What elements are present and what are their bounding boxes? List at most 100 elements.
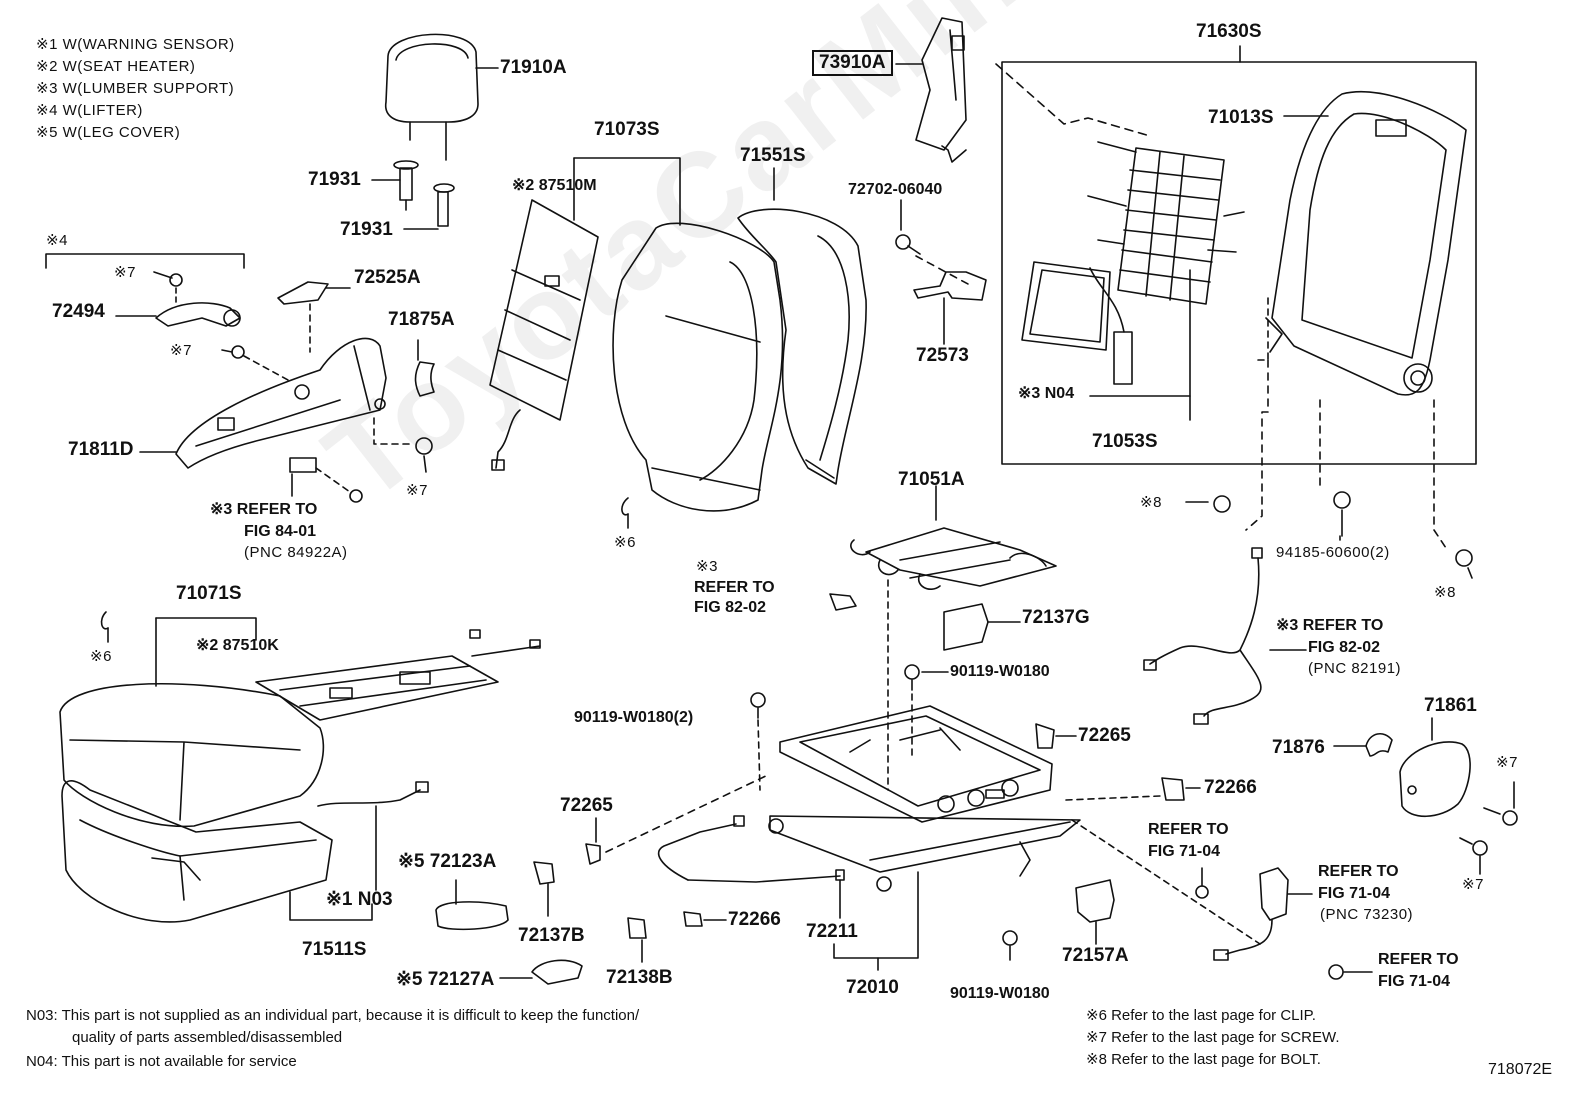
part-label-71931: 71931 [308, 169, 361, 190]
refer-label: ※3 REFER TO [1276, 617, 1384, 634]
part-label-71931: 71931 [340, 219, 393, 240]
note-marker-8: ※8 [1140, 494, 1162, 511]
cushion-springs-drawing [829, 485, 1057, 611]
part-label-72010: 72010 [846, 977, 899, 998]
part-label-72123A: ※5 72123A [398, 851, 497, 872]
footnote-clip: ※6 Refer to the last page for CLIP. [1086, 1007, 1316, 1024]
refer-label: ※3 [696, 558, 718, 575]
part-label-87510M: ※2 87510M [512, 177, 597, 194]
headrest-drawing [384, 33, 499, 161]
leg-covers-drawing [435, 879, 583, 985]
note-marker-6: ※6 [90, 648, 112, 665]
part-label-87510K: ※2 87510K [196, 637, 279, 654]
part-label-N03: ※1 N03 [326, 889, 393, 910]
refer-label: REFER TO [1378, 951, 1459, 968]
part-label-72138B: 72138B [606, 967, 673, 988]
refer-label: REFER TO [694, 579, 775, 596]
cover-72157A-drawing [1075, 879, 1115, 945]
track-bolts-drawing [750, 692, 1261, 961]
part-label-72702-06040: 72702-06040 [848, 181, 943, 198]
legend-item: ※3 W(LUMBER SUPPORT) [36, 80, 235, 97]
legend-item: ※2 W(SEAT HEATER) [36, 58, 196, 75]
clips-drawing [100, 497, 629, 643]
refer-label: (PNC 82191) [1308, 660, 1402, 677]
refer-label: FIG 71-04 [1148, 843, 1221, 860]
part-label-71551S: 71551S [740, 145, 806, 166]
note-marker-6: ※6 [614, 534, 636, 551]
note-marker-7: ※7 [170, 342, 192, 359]
part-label-72494: 72494 [52, 301, 105, 322]
part-label-72266: 72266 [1204, 777, 1257, 798]
part-label-N04: ※3 N04 [1018, 385, 1075, 402]
part-label-71071S: 71071S [176, 583, 242, 604]
part-label-90119-W0180: 90119-W0180 [950, 985, 1050, 1002]
part-label-94185-60600: 94185-60600(2) [1276, 544, 1390, 561]
release-cable-drawing [657, 815, 845, 927]
part-label-72211: 72211 [806, 921, 858, 942]
refer-label: REFER TO [1148, 821, 1229, 838]
refer-label: FIG 82-02 [694, 599, 767, 616]
part-label-72157A: 72157A [1062, 945, 1129, 966]
refer-label: ※3 REFER TO [210, 501, 318, 518]
part-label-72137G: 72137G [1022, 607, 1090, 628]
part-label-71910A: 71910A [500, 57, 567, 78]
refer-label: FIG 71-04 [1378, 973, 1451, 990]
side-airbag-drawing [895, 17, 967, 163]
part-label-90119-W0180-2: 90119-W0180(2) [574, 709, 694, 726]
footnote-N04: N04: This part is not available for serv… [26, 1053, 297, 1070]
small-brackets-left-drawing [533, 773, 771, 963]
figure-id: 718072E [1488, 1061, 1553, 1078]
part-label-71511S: 71511S [302, 939, 367, 960]
right-side-parts-drawing [1195, 717, 1518, 980]
part-label-71876: 71876 [1272, 737, 1325, 758]
seat-cushion-drawing [59, 617, 541, 923]
seat-back-cover-drawing [612, 222, 784, 512]
legend-item: ※4 W(LIFTER) [36, 102, 143, 119]
part-label-71051A: 71051A [898, 469, 965, 490]
bracket-72137G-drawing [887, 579, 1021, 791]
lifter-group-drawing [45, 253, 351, 381]
part-label-72265: 72265 [1078, 725, 1131, 746]
footnote-bolt: ※8 Refer to the last page for BOLT. [1086, 1051, 1321, 1068]
part-label-90119-W0180: 90119-W0180 [950, 663, 1050, 680]
part-label-73910A: 73910A [812, 50, 893, 76]
part-label-72573: 72573 [916, 345, 969, 366]
frame-leader-lines [1245, 359, 1447, 549]
legend-item: ※5 W(LEG COVER) [36, 124, 181, 141]
footnote-N03-continued: quality of parts assembled/disassembled [72, 1029, 343, 1046]
note-marker-7: ※7 [114, 264, 136, 281]
refer-label: (PNC 73230) [1320, 906, 1414, 923]
part-label-71053S: 71053S [1092, 431, 1158, 452]
part-label-71630S: 71630S [1196, 21, 1262, 42]
part-label-71861: 71861 [1424, 695, 1477, 716]
part-label-72525A: 72525A [354, 267, 421, 288]
note-marker-4: ※4 [46, 232, 68, 249]
legend-item: ※1 W(WARNING SENSOR) [36, 36, 235, 53]
note-marker-7: ※7 [1496, 754, 1518, 771]
part-label-72266: 72266 [728, 909, 781, 930]
refer-label: FIG 84-01 [244, 523, 317, 540]
part-label-72127A: ※5 72127A [396, 969, 495, 990]
seat-harness-drawing [1143, 547, 1307, 725]
seat-back-pad-drawing [737, 167, 867, 485]
seat-cushion-side-cover-drawing [139, 337, 435, 503]
headrest-guides-drawing [371, 160, 455, 230]
refer-label: FIG 71-04 [1318, 885, 1391, 902]
part-label-71073S: 71073S [594, 119, 660, 140]
bolts-right-drawing [1185, 491, 1473, 579]
refer-label: FIG 82-02 [1308, 639, 1381, 656]
part-label-71013S: 71013S [1208, 107, 1274, 128]
part-label-72265: 72265 [560, 795, 613, 816]
seat-back-frame-assembly-drawing [995, 45, 1477, 465]
part-label-71875A: 71875A [388, 309, 455, 330]
note-marker-8: ※8 [1434, 584, 1456, 601]
refer-label: (PNC 84922A) [244, 544, 348, 561]
note-marker-7: ※7 [1462, 876, 1484, 893]
footnote-screw: ※7 Refer to the last page for SCREW. [1086, 1029, 1340, 1046]
refer-label: REFER TO [1318, 863, 1399, 880]
note-marker-7: ※7 [406, 482, 428, 499]
part-label-71811D: 71811D [68, 439, 134, 460]
bracket-72573-drawing [895, 199, 987, 345]
